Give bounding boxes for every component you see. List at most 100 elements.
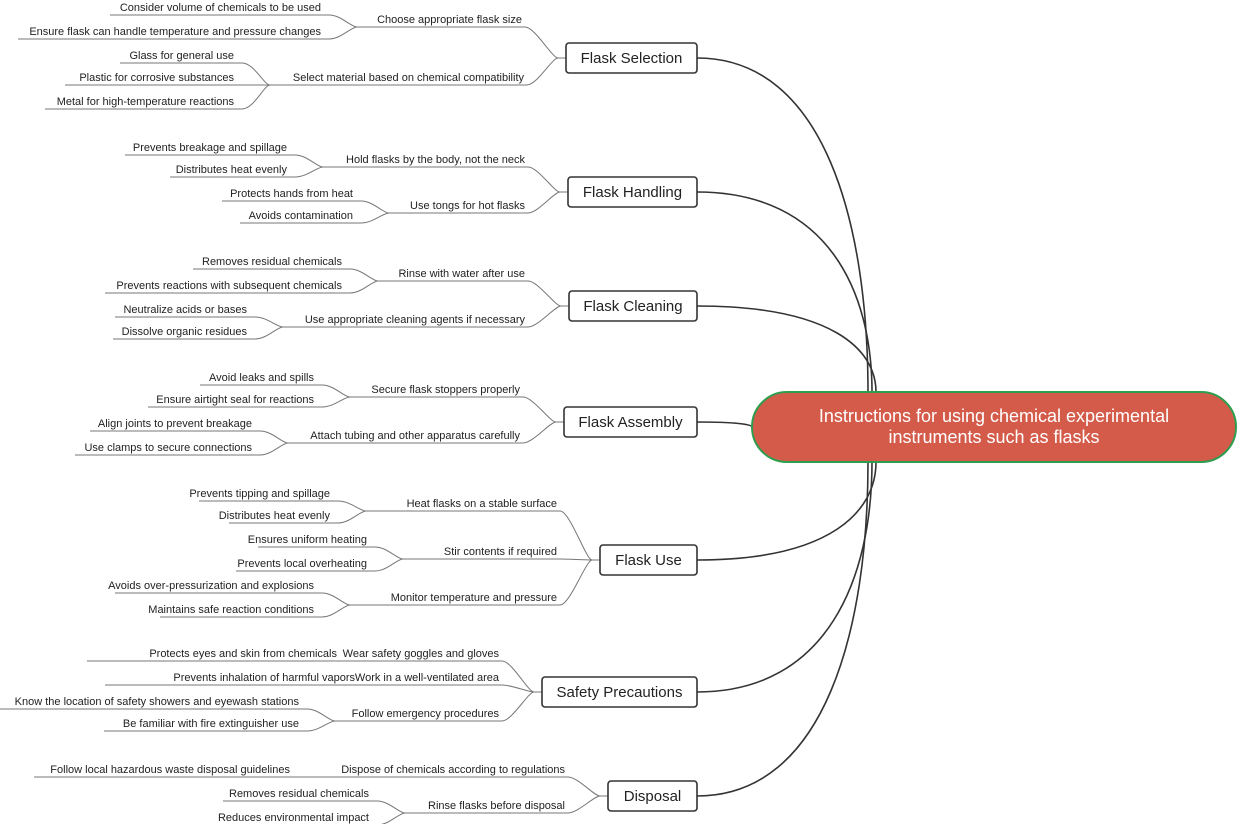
connector-leaf [241, 84, 271, 110]
leaf-node-align-joints-to-prevent-breakage[interactable]: Align joints to prevent breakage [98, 418, 252, 430]
leaf-node-plastic-for-corrosive-substances[interactable]: Plastic for corrosive substances [79, 72, 234, 84]
sub-node-use-tongs-for-hot-flasks[interactable]: Use tongs for hot flasks [410, 200, 525, 212]
sub-node-choose-appropriate-flask-size[interactable]: Choose appropriate flask size [377, 14, 522, 26]
connector-sub-work-in-a-well-ventilated-area [501, 684, 535, 693]
leaf-node-distributes-heat-evenly[interactable]: Distributes heat evenly [219, 510, 331, 522]
sub-node-work-in-a-well-ventilated-area[interactable]: Work in a well-ventilated area [355, 672, 500, 684]
branch-node-shape [607, 780, 698, 812]
connector-sub-use-appropriate-cleaning-agents-if-necessary [527, 305, 562, 328]
branch-label: Flask Use [615, 552, 682, 569]
connector-root-flask-handling [696, 191, 873, 393]
connector-leaf [349, 268, 379, 282]
leaf-node-removes-residual-chemicals[interactable]: Removes residual chemicals [202, 256, 342, 268]
sub-node-dispose-of-chemicals-according-to-regulations[interactable]: Dispose of chemicals according to regula… [341, 764, 565, 776]
connector-leaf [337, 510, 367, 524]
connector-leaf [349, 280, 379, 294]
branch-label: Flask Handling [583, 184, 682, 201]
leaf-node-glass-for-general-use[interactable]: Glass for general use [129, 50, 234, 62]
connector-root-flask-selection [696, 57, 869, 393]
leaf-node-avoids-contamination[interactable]: Avoids contamination [249, 210, 353, 222]
sub-node-use-appropriate-cleaning-agents-if-necessary[interactable]: Use appropriate cleaning agents if neces… [305, 314, 526, 326]
connector-sub-monitor-temperature-and-pressure [559, 559, 593, 606]
connector-root-flask-use [696, 461, 877, 561]
connector-leaf [360, 200, 390, 214]
connector-sub-rinse-with-water-after-use [527, 280, 562, 307]
connector-sub-follow-emergency-procedures [501, 691, 535, 722]
connector-sub-heat-flasks-on-a-stable-surface [559, 510, 593, 561]
branch-node-flask-selection[interactable]: Flask Selection [565, 42, 698, 74]
sub-node-follow-emergency-procedures[interactable]: Follow emergency procedures [352, 708, 500, 720]
root-node[interactable]: Instructions for using chemical experime… [751, 391, 1237, 463]
connector-root-disposal [696, 461, 869, 797]
leaf-node-consider-volume-of-chemicals-to-be-used[interactable]: Consider volume of chemicals to be used [120, 2, 321, 14]
leaf-node-prevents-tipping-and-spillage[interactable]: Prevents tipping and spillage [189, 488, 330, 500]
sub-node-heat-flasks-on-a-stable-surface[interactable]: Heat flasks on a stable surface [407, 498, 557, 510]
leaf-node-know-the-location-of-safety-showers-and-eyewash-stations[interactable]: Know the location of safety showers and … [15, 696, 300, 708]
leaf-node-ensure-airtight-seal-for-reactions[interactable]: Ensure airtight seal for reactions [156, 394, 314, 406]
branch-label: Flask Cleaning [583, 298, 682, 315]
connector-leaf [376, 800, 406, 814]
branch-label: Flask Assembly [578, 414, 683, 431]
branch-label: Safety Precautions [557, 684, 683, 701]
connector-leaf [321, 384, 351, 398]
connector-leaf [337, 500, 367, 512]
connector-sub-dispose-of-chemicals-according-to-regulations [567, 776, 601, 797]
branch-node-safety-precautions[interactable]: Safety Precautions [541, 676, 698, 708]
branch-node-flask-cleaning[interactable]: Flask Cleaning [568, 290, 698, 322]
leaf-node-protects-eyes-and-skin-from-chemicals[interactable]: Protects eyes and skin from chemicals [149, 648, 337, 660]
connector-leaf [294, 154, 324, 168]
sub-node-monitor-temperature-and-pressure[interactable]: Monitor temperature and pressure [391, 592, 557, 604]
connector-leaf [374, 558, 404, 572]
connector-leaf [360, 212, 390, 224]
root-title-line-1: Instructions for using chemical experime… [819, 406, 1169, 426]
branch-node-flask-assembly[interactable]: Flask Assembly [563, 406, 698, 438]
sub-node-secure-flask-stoppers-properly[interactable]: Secure flask stoppers properly [371, 384, 520, 396]
leaf-node-distributes-heat-evenly[interactable]: Distributes heat evenly [176, 164, 288, 176]
leaf-node-avoid-leaks-and-spills[interactable]: Avoid leaks and spills [209, 372, 314, 384]
leaf-node-prevents-inhalation-of-harmful-vapors[interactable]: Prevents inhalation of harmful vapors [173, 672, 355, 684]
connector-sub-secure-flask-stoppers-properly [522, 396, 557, 423]
connector-sub-hold-flasks-by-the-body-not-the-neck [527, 166, 561, 193]
connector-leaf [294, 166, 324, 178]
branch-node-flask-handling[interactable]: Flask Handling [567, 176, 698, 208]
sub-node-wear-safety-goggles-and-gloves[interactable]: Wear safety goggles and gloves [343, 648, 500, 660]
branch-node-shape [541, 676, 698, 708]
leaf-node-prevents-breakage-and-spillage[interactable]: Prevents breakage and spillage [133, 142, 287, 154]
connector-leaf [321, 592, 351, 606]
leaf-node-ensure-flask-can-handle-temperature-and-pressure-changes[interactable]: Ensure flask can handle temperature and … [29, 26, 321, 38]
leaf-node-be-familiar-with-fire-extinguisher-use[interactable]: Be familiar with fire extinguisher use [123, 718, 299, 730]
connector-sub-rinse-flasks-before-disposal [567, 795, 601, 814]
leaf-node-dissolve-organic-residues[interactable]: Dissolve organic residues [122, 326, 248, 338]
leaf-node-metal-for-high-temperature-reactions[interactable]: Metal for high-temperature reactions [57, 96, 235, 108]
sub-node-hold-flasks-by-the-body-not-the-neck[interactable]: Hold flasks by the body, not the neck [346, 154, 525, 166]
sub-node-rinse-with-water-after-use[interactable]: Rinse with water after use [398, 268, 525, 280]
connector-leaf [321, 604, 351, 618]
leaf-node-prevents-local-overheating[interactable]: Prevents local overheating [237, 558, 367, 570]
sub-node-rinse-flasks-before-disposal[interactable]: Rinse flasks before disposal [428, 800, 565, 812]
leaf-node-protects-hands-from-heat[interactable]: Protects hands from heat [230, 188, 353, 200]
leaf-node-avoids-over-pressurization-and-explosions[interactable]: Avoids over-pressurization and explosion… [108, 580, 314, 592]
sub-node-stir-contents-if-required[interactable]: Stir contents if required [444, 546, 557, 558]
leaf-node-removes-residual-chemicals[interactable]: Removes residual chemicals [229, 788, 369, 800]
connector-leaf [321, 396, 351, 408]
leaf-node-prevents-reactions-with-subsequent-chemicals[interactable]: Prevents reactions with subsequent chemi… [116, 280, 342, 292]
branch-node-disposal[interactable]: Disposal [607, 780, 698, 812]
leaf-node-maintains-safe-reaction-conditions[interactable]: Maintains safe reaction conditions [148, 604, 314, 616]
connector-sub-stir-contents-if-required [559, 558, 593, 561]
sub-node-select-material-based-on-chemical-compatibility[interactable]: Select material based on chemical compat… [293, 72, 525, 84]
connector-leaf [254, 326, 284, 340]
branch-label: Disposal [624, 788, 682, 805]
leaf-node-neutralize-acids-or-bases[interactable]: Neutralize acids or bases [123, 304, 247, 316]
sub-node-attach-tubing-and-other-apparatus-carefully[interactable]: Attach tubing and other apparatus carefu… [310, 430, 520, 442]
branch-node-shape [567, 176, 698, 208]
leaf-node-reduces-environmental-impact[interactable]: Reduces environmental impact [218, 812, 369, 824]
leaf-node-use-clamps-to-secure-connections[interactable]: Use clamps to secure connections [84, 442, 252, 454]
connector-leaf [306, 708, 336, 722]
branch-node-flask-use[interactable]: Flask Use [599, 544, 698, 576]
node-layer: Flask Selection Choose appropriate flask … [15, 2, 698, 824]
connector-leaf [306, 720, 336, 732]
connector-sub-select-material-based-on-chemical-compatibility [526, 57, 559, 86]
leaf-node-ensures-uniform-heating[interactable]: Ensures uniform heating [248, 534, 367, 546]
leaf-node-follow-local-hazardous-waste-disposal-guidelines[interactable]: Follow local hazardous waste disposal gu… [50, 764, 290, 776]
